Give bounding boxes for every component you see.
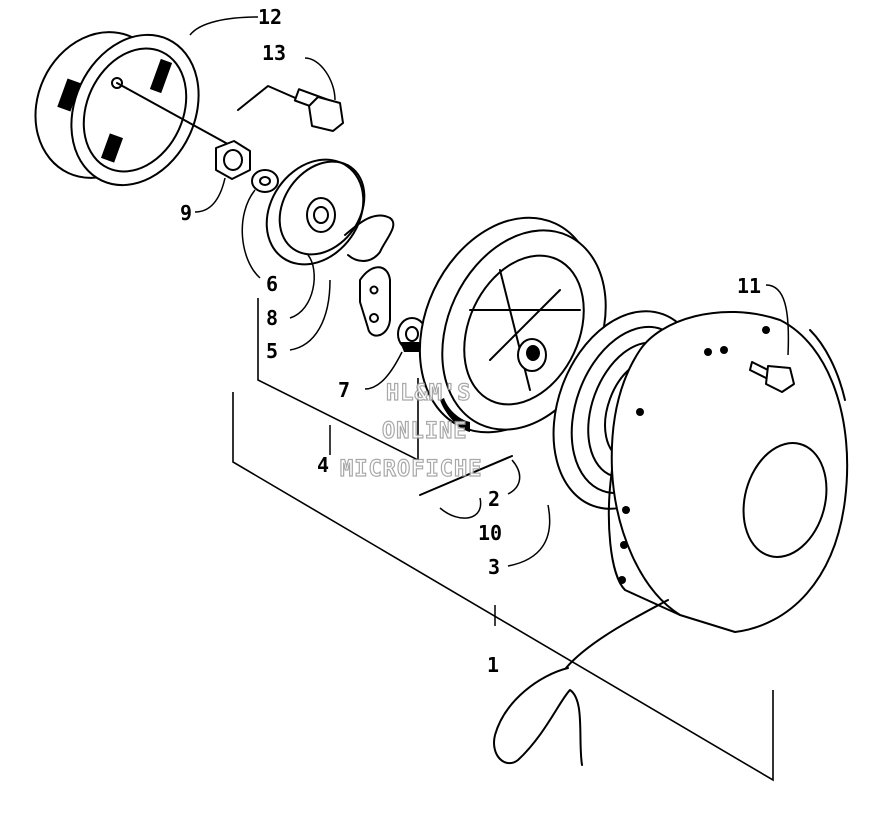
callout-10: 10: [478, 521, 502, 545]
part-5-pawl: [359, 266, 391, 337]
part-9-nut: [215, 140, 251, 180]
part-13-bolt: [237, 85, 344, 132]
callout-6: 6: [266, 272, 278, 296]
callout-2: 2: [488, 487, 500, 511]
callout-5: 5: [266, 339, 278, 363]
part-6-washer: [251, 169, 279, 193]
watermark-line-3: MICROFICHE: [340, 457, 482, 482]
callout-13: 13: [262, 41, 286, 65]
part-8-cam-disk: [265, 158, 395, 266]
part-11-screw: [749, 361, 795, 393]
part-7-bushing: [397, 317, 427, 352]
callout-1: 1: [487, 653, 499, 677]
part-12-handle-cap: [34, 31, 236, 187]
callout-12: 12: [258, 5, 282, 29]
watermark-line-2: ONLINE: [382, 419, 467, 444]
assembly-brackets: [232, 298, 774, 782]
leader-lines: [189, 16, 790, 626]
callout-9: 9: [180, 201, 192, 225]
callout-8: 8: [266, 306, 278, 330]
callout-4: 4: [317, 453, 329, 477]
watermark: HL&M'S ONLINE MICROFICHE: [339, 380, 482, 482]
callout-11: 11: [737, 274, 761, 298]
callout-3: 3: [488, 555, 500, 579]
watermark-line-1: HL&M'S: [386, 381, 471, 406]
callout-7: 7: [338, 378, 350, 402]
callout-labels: 1 2 3 4 5 6 7 8 9 10 11 12 13: [180, 5, 761, 677]
part-1-housing: [493, 311, 849, 766]
